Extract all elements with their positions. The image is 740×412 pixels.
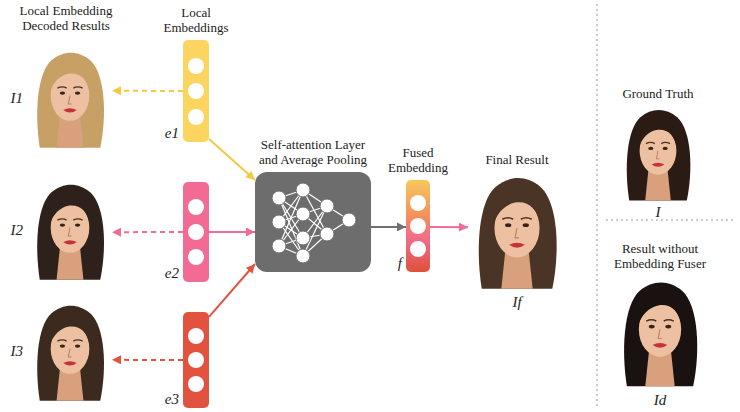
network-icon — [255, 172, 371, 272]
embedding-vector: e3 — [183, 312, 209, 408]
face-photo — [28, 49, 112, 150]
connector-arrow — [371, 226, 406, 228]
image-label: I1 — [11, 90, 24, 107]
face-image: I3 — [28, 296, 112, 408]
section-heading: Local Embedding Decoded Results — [4, 4, 128, 34]
image-label: e1 — [165, 125, 179, 142]
embedding-unit — [410, 241, 426, 257]
image-label: I3 — [11, 343, 24, 360]
embedding-vector: Local Embeddingse1 — [183, 40, 209, 142]
network-neuron — [296, 249, 310, 263]
heading-text: Self-attention Layer and Average Pooling — [251, 138, 375, 168]
face-image: Ground TruthI — [614, 106, 702, 202]
embedding-unit — [188, 249, 204, 265]
embedding-unit — [188, 376, 204, 392]
embedding-unit — [188, 83, 204, 99]
connector-arrow — [209, 139, 255, 180]
face-image: Final ResultIf — [468, 172, 566, 292]
heading-text: Local Embeddings — [154, 6, 238, 36]
network-neuron — [272, 191, 286, 205]
network-neuron — [320, 227, 334, 241]
face-image: I2 — [28, 172, 112, 290]
connector-arrow — [112, 359, 183, 361]
face-photo — [28, 302, 112, 403]
face-image: Result without Embedding FuserId — [614, 276, 706, 390]
network-neuron — [296, 183, 310, 197]
image-label: If — [512, 294, 521, 311]
embedding-unit — [188, 224, 204, 240]
face-photo — [618, 106, 698, 202]
image-label: f — [398, 255, 402, 272]
embedding-vector: e2 — [183, 182, 209, 282]
connector-arrow — [209, 264, 255, 317]
heading-text: Final Result — [462, 153, 572, 168]
network-neuron — [320, 199, 334, 213]
attention-block: Self-attention Layer and Average Pooling — [255, 172, 371, 272]
separator-line — [606, 220, 734, 221]
network-neuron — [296, 231, 310, 245]
embedding-unit — [188, 58, 204, 74]
embedding-unit — [188, 109, 204, 125]
image-label: I2 — [11, 222, 24, 239]
embedding-vector: Fused Embeddingf — [406, 180, 430, 272]
image-label: e3 — [165, 391, 179, 408]
face-photo — [614, 278, 706, 388]
face-photo — [28, 181, 112, 282]
network-neuron — [272, 239, 286, 253]
connector-arrow — [112, 231, 183, 233]
connector-arrow — [430, 226, 468, 228]
embedding-unit — [410, 195, 426, 211]
network-neuron — [342, 213, 356, 227]
image-label: e2 — [165, 265, 179, 282]
embedding-unit — [188, 199, 204, 215]
heading-text: Ground Truth — [603, 87, 713, 102]
connector-arrow — [209, 231, 255, 233]
embedding-unit — [188, 328, 204, 344]
heading-text: Fused Embedding — [376, 146, 460, 176]
heading-text: Result without Embedding Fuser — [600, 242, 720, 272]
face-photo — [468, 173, 566, 291]
face-image: I1 — [28, 40, 112, 158]
network-neuron — [272, 215, 286, 229]
connector-arrow — [112, 90, 183, 92]
separator-line — [597, 4, 598, 408]
image-label: Id — [654, 392, 667, 409]
network-neuron — [296, 207, 310, 221]
embedding-unit — [410, 218, 426, 234]
embedding-unit — [188, 352, 204, 368]
image-label: I — [656, 204, 661, 221]
